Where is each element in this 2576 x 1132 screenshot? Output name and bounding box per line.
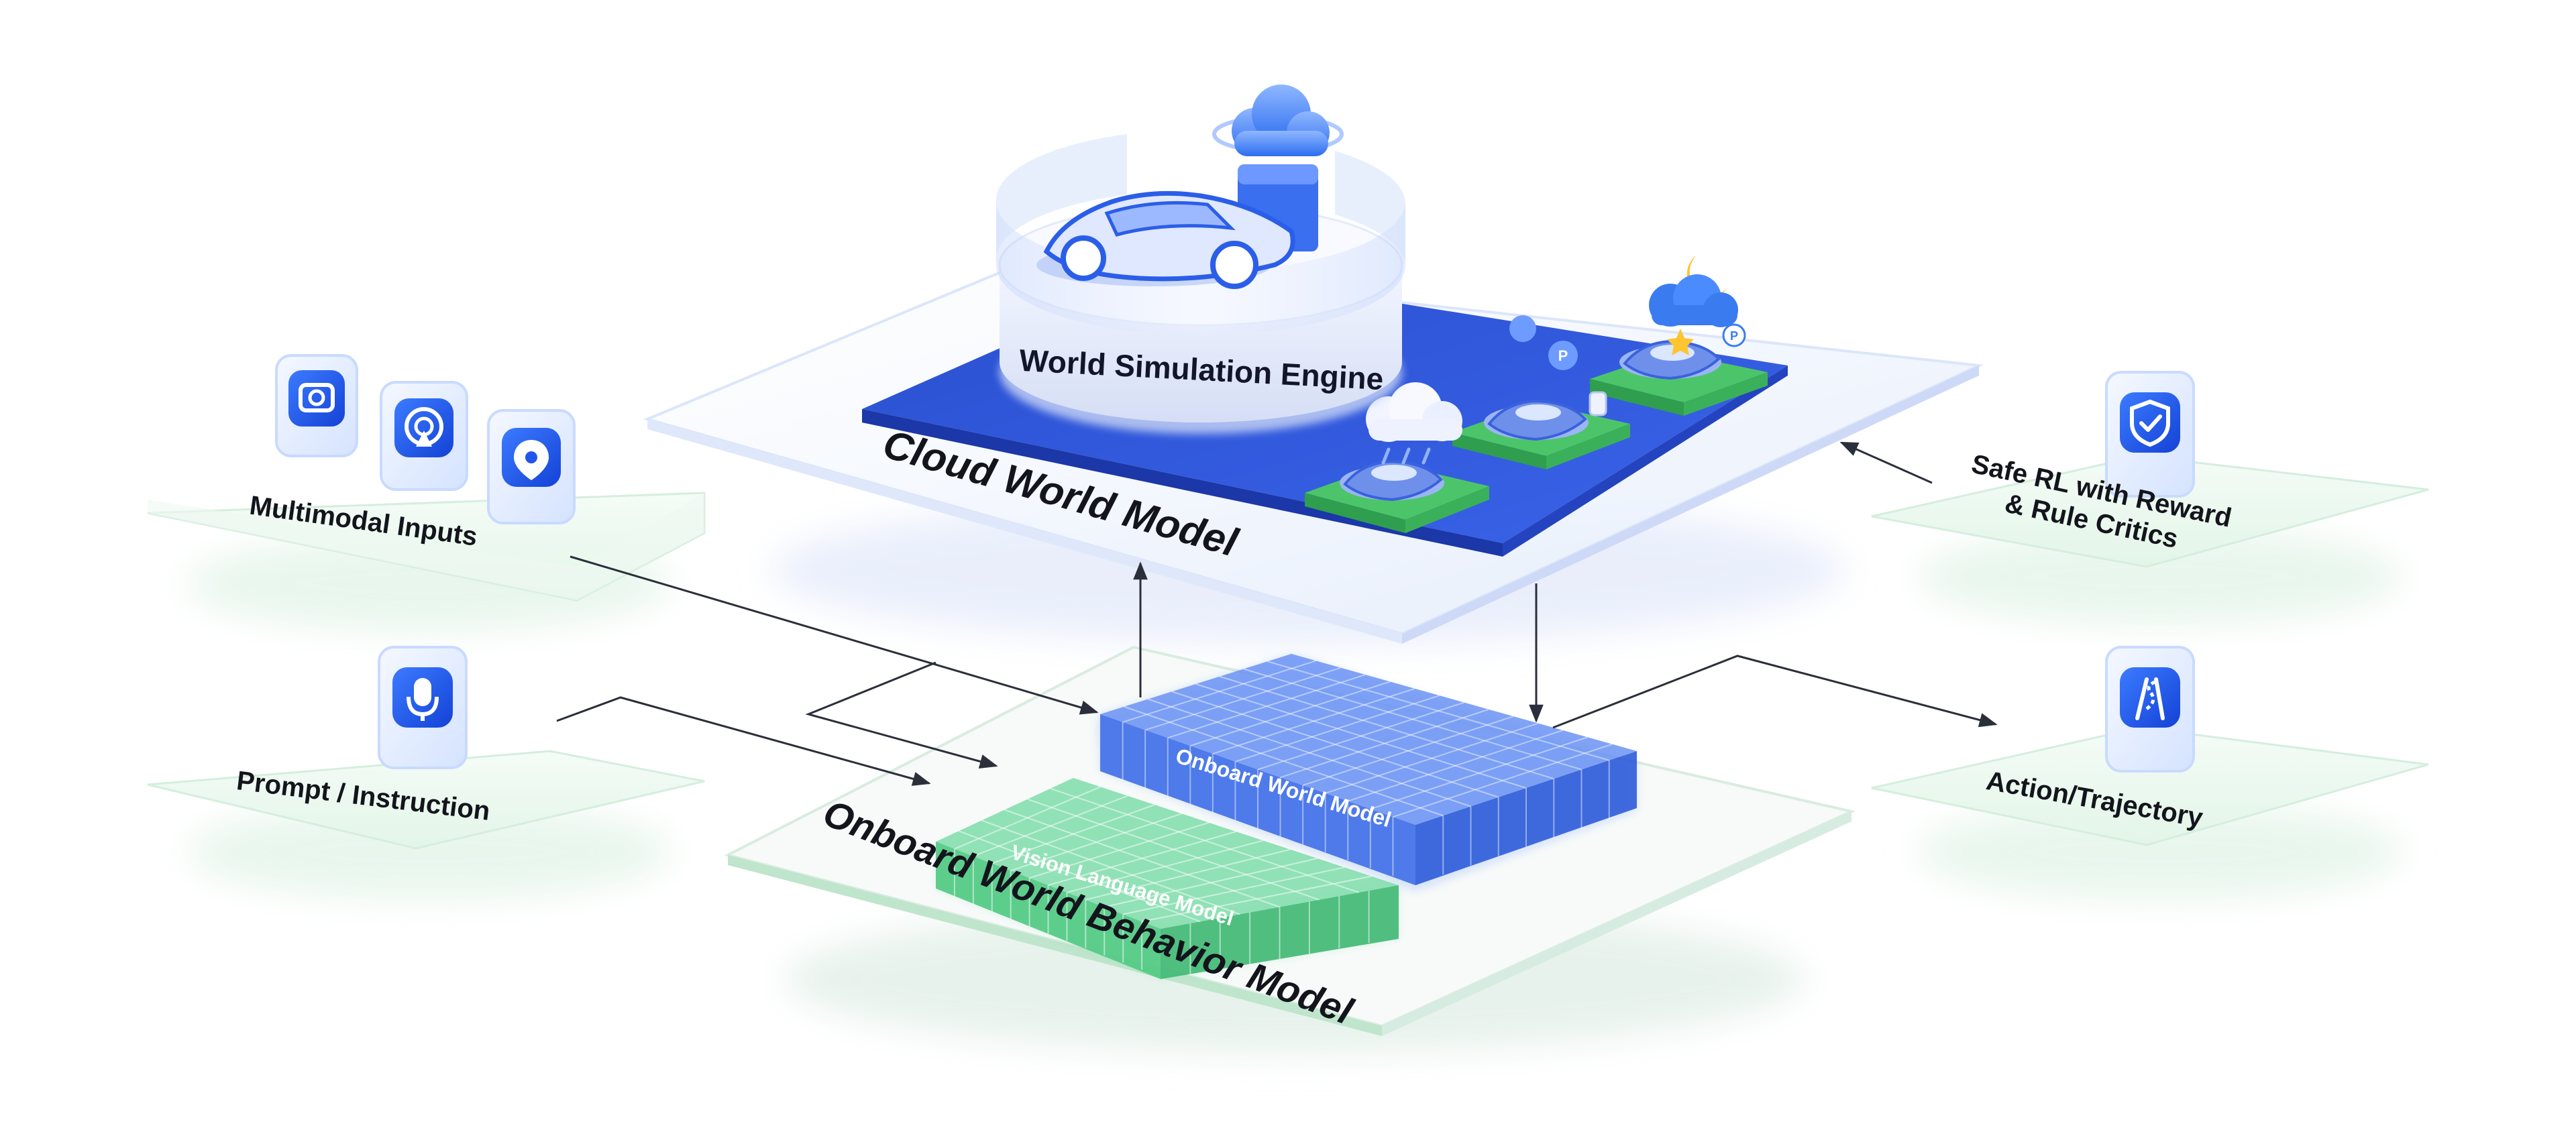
arrow-prompt-to-vlm <box>556 696 931 786</box>
car-icon <box>1340 459 1444 502</box>
car-icon <box>1484 399 1589 441</box>
arrow-saferl-to-cloud <box>1839 441 1933 484</box>
location-pin-icon <box>487 409 576 524</box>
microphone-icon <box>378 646 468 769</box>
road-trajectory-icon <box>2105 646 2195 773</box>
action-trajectory-panel <box>1871 726 2429 899</box>
svg-text:P: P <box>1730 329 1738 343</box>
parking-icon: P <box>1509 315 1607 416</box>
rain-cloud-icon <box>1366 382 1462 465</box>
arrow-branch-to-vlm <box>805 661 998 769</box>
shield-check-icon <box>2105 371 2195 498</box>
radar-icon <box>380 381 468 491</box>
svg-text:P: P <box>1558 347 1568 364</box>
arrow-owm-to-action <box>1552 655 1998 729</box>
arrow-multimodal-to-owm <box>570 555 1099 715</box>
safe-rl-panel <box>1871 455 2429 624</box>
camera-icon <box>275 354 358 457</box>
connectors <box>556 441 1998 786</box>
world-simulation-engine: World Simulation Engine <box>996 84 1405 434</box>
night-weather-icon: P <box>1649 255 1746 355</box>
cloud-icon <box>1212 84 1344 156</box>
vision-language-model-block: Vision Language Model <box>936 778 1399 979</box>
onboard-world-model-block: Onboard World Model <box>1097 654 1637 892</box>
prompt-instruction-panel <box>147 750 705 899</box>
car-icon <box>1036 190 1295 289</box>
multimodal-inputs-panel <box>147 492 706 630</box>
car-icon <box>1619 339 1721 380</box>
